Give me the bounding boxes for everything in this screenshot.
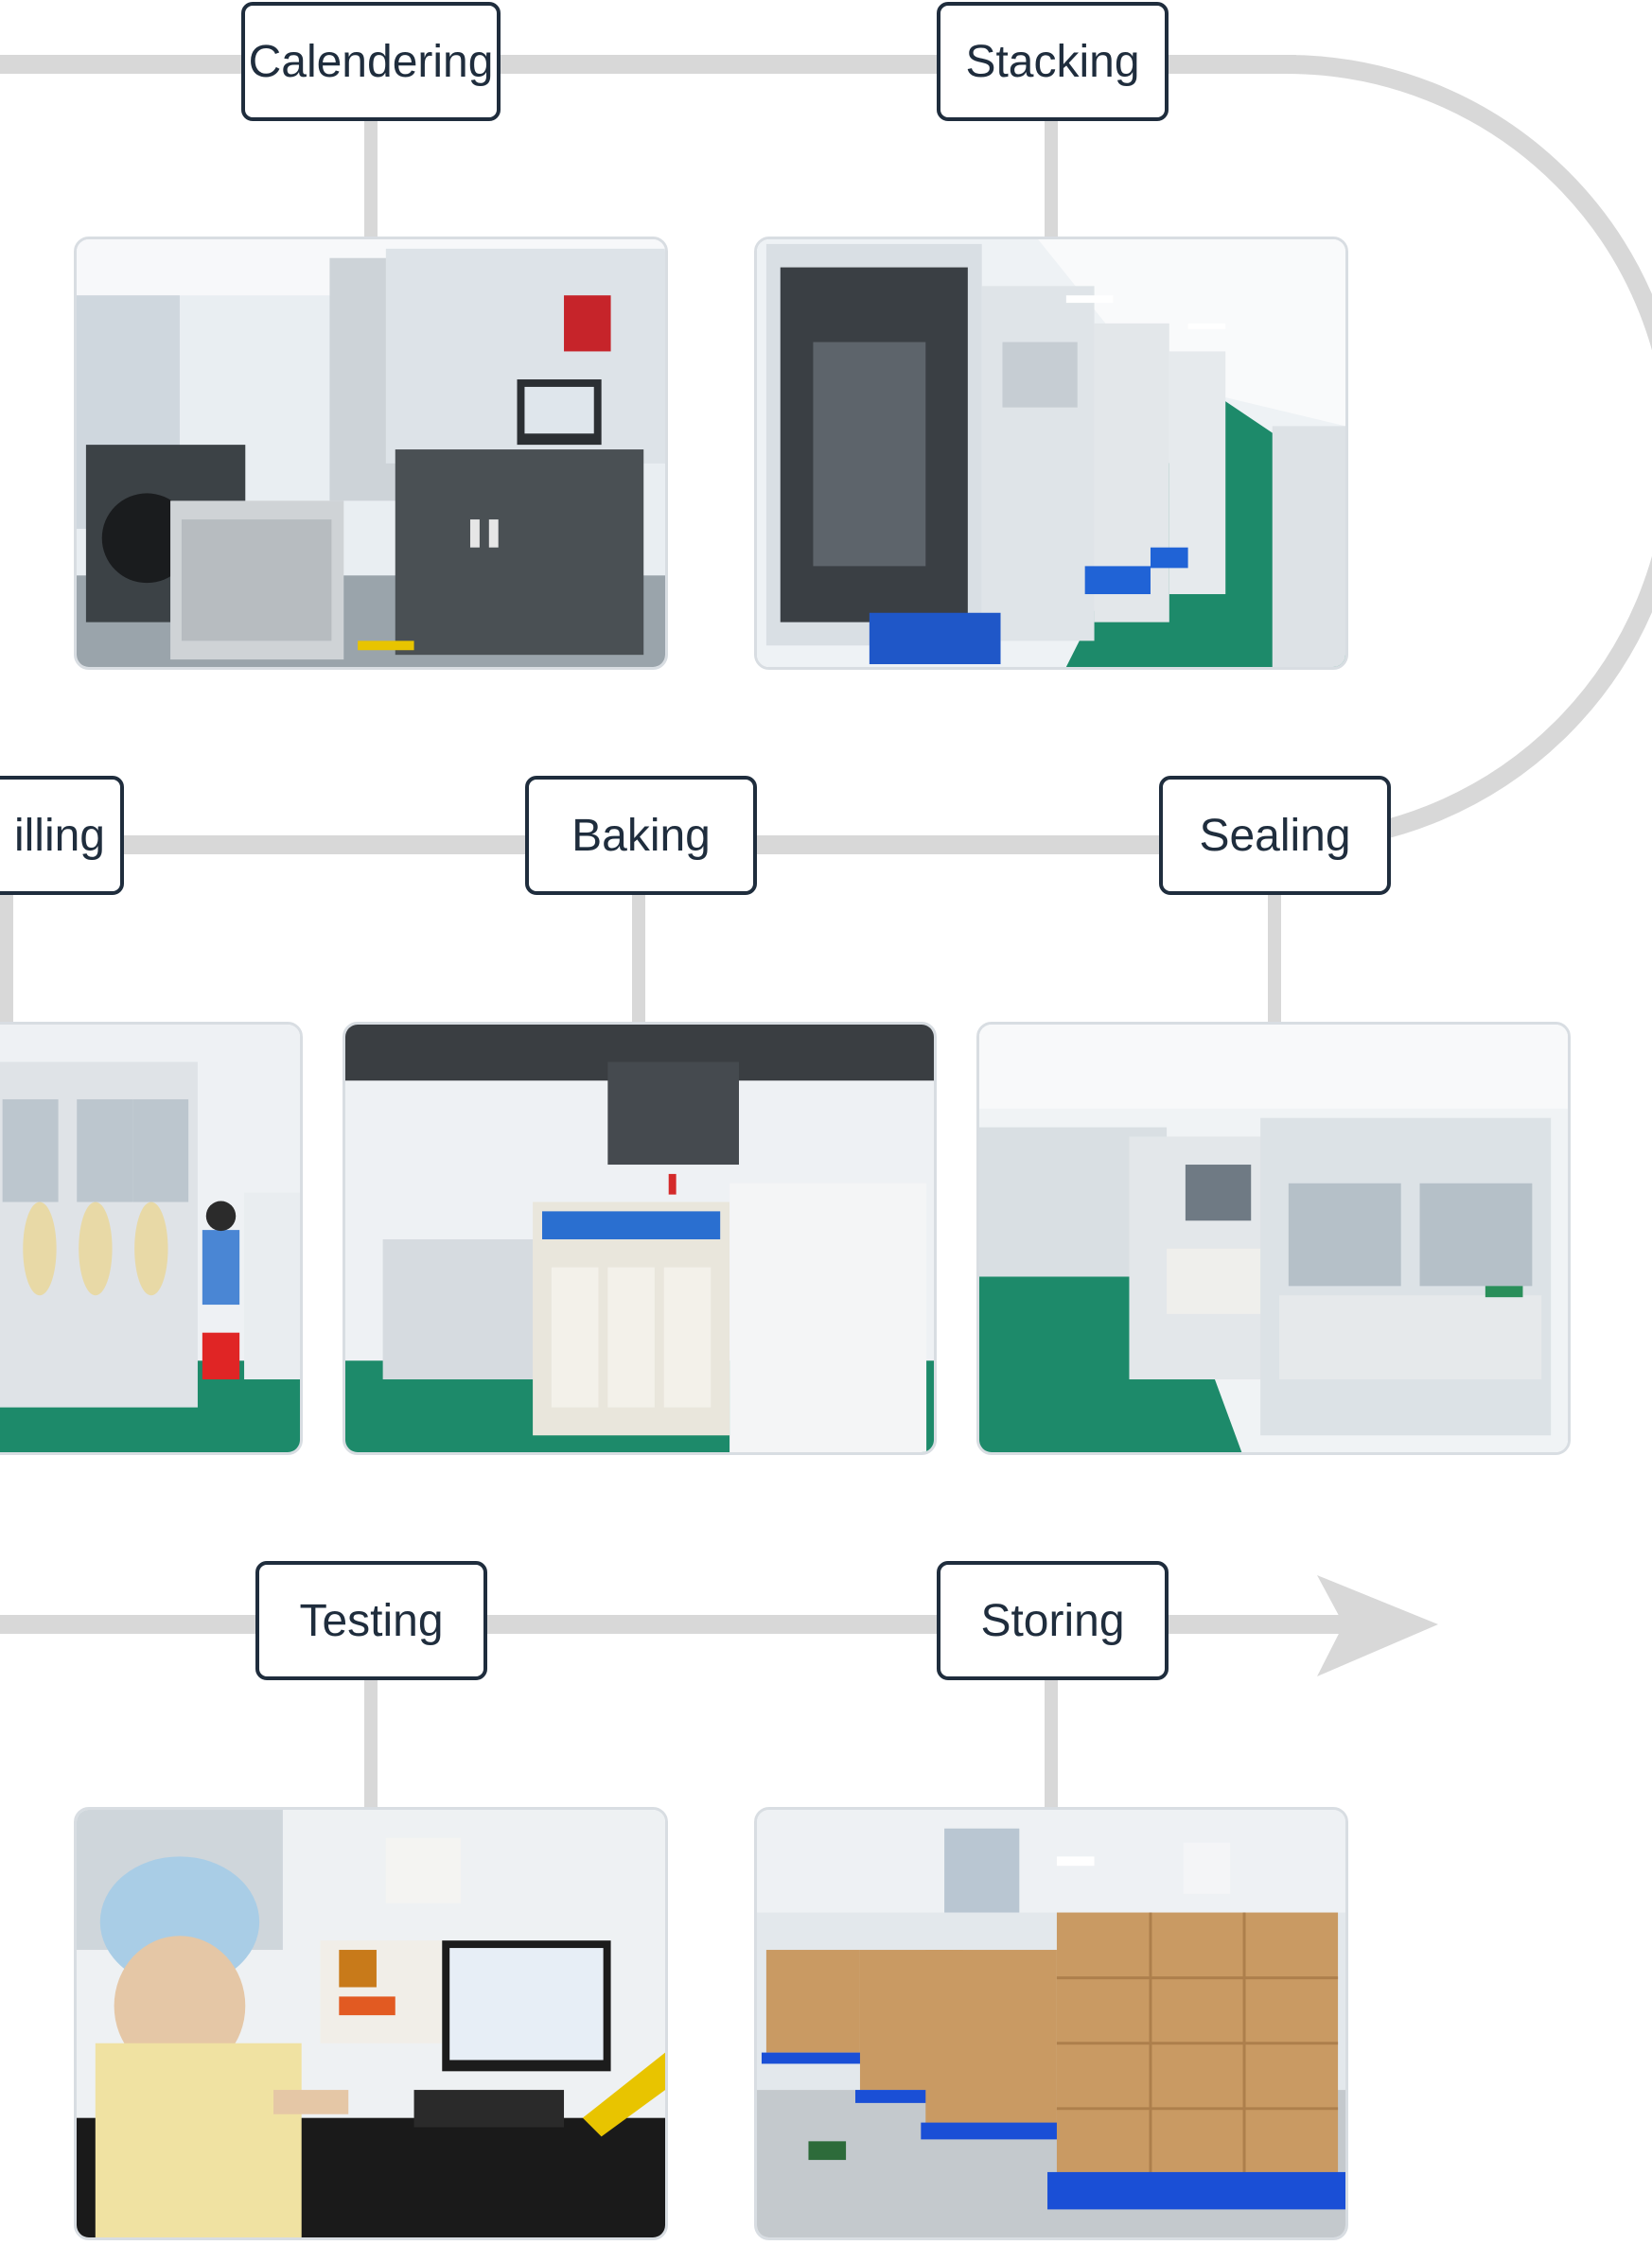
connector-storing (1045, 1679, 1058, 1812)
return-curve (1286, 55, 1652, 851)
step-label-stacking: Stacking (937, 2, 1169, 121)
connector-baking (632, 894, 645, 1026)
photo-calendering (74, 237, 668, 670)
photo-filling (0, 1022, 303, 1455)
step-label-storing: Storing (937, 1561, 1169, 1680)
photo-stacking (754, 237, 1348, 670)
photo-baking (343, 1022, 937, 1455)
step-label-testing: Testing (255, 1561, 487, 1680)
connector-testing (364, 1679, 378, 1812)
arrow-right-icon (1317, 1575, 1438, 1676)
connector-sealing (1268, 894, 1281, 1026)
connector-calendering (364, 118, 378, 241)
photo-sealing (976, 1022, 1571, 1455)
photo-testing (74, 1807, 668, 2240)
connector-stacking (1045, 118, 1058, 241)
photo-storing (754, 1807, 1348, 2240)
step-label-sealing: Sealing (1159, 776, 1391, 895)
step-label-calendering: Calendering (241, 2, 501, 121)
step-label-filling: illing (0, 776, 124, 895)
connector-filling (0, 894, 13, 1026)
step-label-baking: Baking (525, 776, 757, 895)
